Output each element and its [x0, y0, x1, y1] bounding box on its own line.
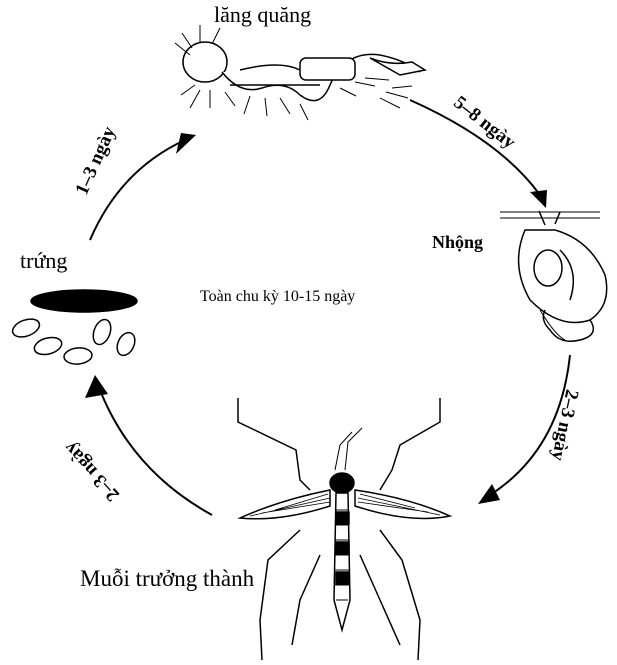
- pupa-illustration: [500, 211, 607, 341]
- cycle-total-label: Toàn chu kỳ 10-15 ngày: [200, 288, 355, 306]
- adult-mosquito-illustration: [238, 398, 450, 660]
- stage-label-pupa: Nhộng: [432, 232, 483, 253]
- arrowhead-larva-to-pupa: [530, 190, 547, 208]
- arrowhead-egg-to-larva: [176, 133, 196, 154]
- cycle-arrows: [90, 100, 570, 515]
- stage-label-adult: Muỗi trưởng thành: [80, 566, 254, 592]
- larva-illustration: [175, 25, 425, 120]
- arrowheads: [85, 133, 547, 504]
- arrowhead-pupa-to-adult: [478, 484, 500, 504]
- egg-illustration: [10, 290, 138, 365]
- stage-label-egg: trứng: [20, 248, 67, 274]
- arrowhead-adult-to-egg: [85, 375, 108, 398]
- stage-label-larva: lăng quăng: [214, 2, 311, 28]
